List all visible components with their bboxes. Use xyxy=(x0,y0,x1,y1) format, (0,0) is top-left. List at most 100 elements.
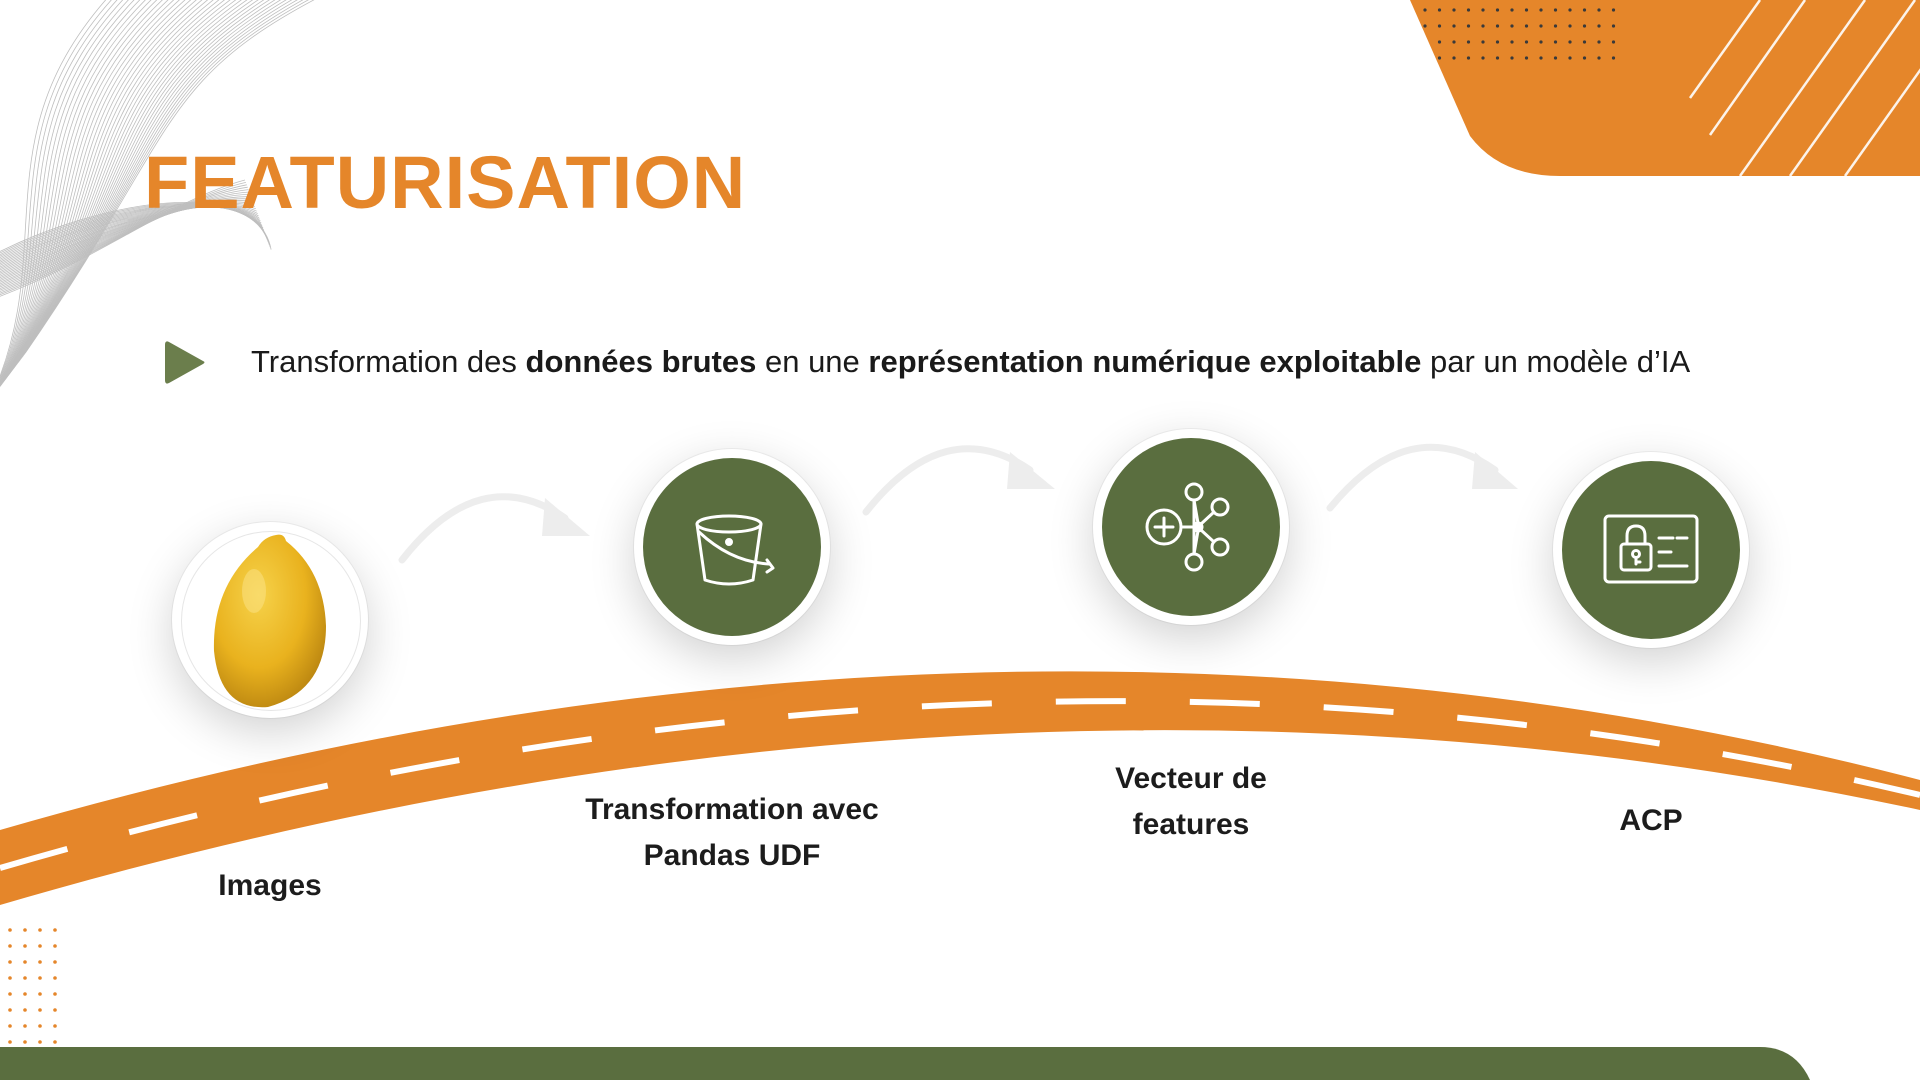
dot xyxy=(1495,40,1500,44)
dot xyxy=(1481,56,1485,60)
intro-segment-4: par un modèle d’IA xyxy=(1421,344,1691,379)
step-node-images xyxy=(172,522,368,718)
dot xyxy=(8,992,12,996)
dot xyxy=(1495,24,1500,28)
step-node-feature-vector xyxy=(1093,429,1289,625)
dot xyxy=(1611,24,1616,28)
dot xyxy=(1423,8,1427,12)
dot xyxy=(1481,40,1485,44)
dot xyxy=(1539,8,1543,12)
dot xyxy=(1597,24,1601,28)
dot xyxy=(1524,24,1529,28)
dot xyxy=(38,928,42,932)
dot xyxy=(23,960,27,964)
dot xyxy=(38,976,42,980)
dot xyxy=(1539,24,1543,28)
dot xyxy=(1466,40,1471,44)
dot xyxy=(1568,24,1572,28)
footer-bar xyxy=(0,1047,1810,1080)
dot xyxy=(53,1024,57,1028)
dot xyxy=(53,976,57,980)
dot xyxy=(1466,8,1471,12)
dot xyxy=(8,944,12,948)
curved-arrows xyxy=(398,443,1499,564)
dot xyxy=(1466,56,1471,60)
dot xyxy=(1553,8,1558,12)
dot xyxy=(38,1024,42,1028)
dot xyxy=(23,1024,27,1028)
dot xyxy=(1553,40,1558,44)
dot xyxy=(1582,24,1587,28)
dot xyxy=(8,1056,12,1060)
wave-line xyxy=(0,0,124,382)
dot xyxy=(1582,40,1587,44)
dot xyxy=(1524,56,1529,60)
dot xyxy=(1553,56,1558,60)
dot xyxy=(38,1040,42,1044)
wave-line xyxy=(0,0,118,381)
dot xyxy=(1510,40,1514,44)
step-node-acp xyxy=(1553,452,1749,648)
intro-row: Transformation des données brutes en une… xyxy=(163,337,1690,387)
dot xyxy=(8,1040,12,1044)
dot xyxy=(1495,56,1500,60)
dot xyxy=(53,1040,57,1044)
dot xyxy=(1539,40,1543,44)
dot xyxy=(8,928,12,932)
dot xyxy=(8,960,12,964)
dot xyxy=(53,960,57,964)
dot xyxy=(23,976,27,980)
id-card-lock-icon xyxy=(1603,514,1699,584)
dot xyxy=(1437,40,1442,44)
dot xyxy=(1611,8,1616,12)
dot xyxy=(1437,56,1442,60)
dot xyxy=(53,1008,57,1012)
dot xyxy=(1597,8,1601,12)
dot xyxy=(38,944,42,948)
dot xyxy=(23,1056,27,1060)
dot xyxy=(1611,40,1616,44)
dot xyxy=(1597,56,1601,60)
intro-segment-2: en une xyxy=(756,344,869,379)
dot xyxy=(1481,24,1485,28)
dot xyxy=(8,1008,12,1012)
dot xyxy=(1495,8,1500,12)
step-label-acp: ACP xyxy=(1619,804,1683,837)
dot xyxy=(8,1024,12,1028)
step-label-feature-vector: Vecteur de features xyxy=(1115,762,1267,841)
dot xyxy=(53,944,57,948)
dot xyxy=(1437,24,1442,28)
wave-line xyxy=(0,0,135,384)
dot xyxy=(1524,8,1529,12)
dot xyxy=(1611,56,1616,60)
wave-line xyxy=(0,0,130,383)
intro-segment-0: Transformation des xyxy=(251,344,526,379)
dot xyxy=(1510,24,1514,28)
wave-line xyxy=(0,0,107,378)
page-title: FEATURISATION xyxy=(144,141,747,224)
step-node-pandas-udf xyxy=(634,449,830,645)
wave-line xyxy=(0,0,147,386)
wave-line xyxy=(0,0,158,387)
dot xyxy=(53,1056,57,1060)
dot xyxy=(38,960,42,964)
dot xyxy=(53,928,57,932)
wave-line xyxy=(0,0,141,385)
dot xyxy=(1510,56,1514,60)
bucket-icon xyxy=(695,514,775,586)
step-label-pandas-udf: Transformation avec Pandas UDF xyxy=(585,793,879,872)
dot xyxy=(1466,24,1471,28)
dot xyxy=(1553,24,1558,28)
dot xyxy=(23,992,27,996)
network-icon xyxy=(1145,482,1230,572)
dot xyxy=(23,1008,27,1012)
intro-segment-1: données brutes xyxy=(525,344,757,379)
dot xyxy=(38,1008,42,1012)
dot xyxy=(1423,24,1427,28)
dot xyxy=(1524,40,1529,44)
dot xyxy=(1452,40,1456,44)
dot xyxy=(1437,8,1442,12)
dot xyxy=(1481,8,1485,12)
dot xyxy=(1510,8,1514,12)
dot xyxy=(1539,56,1543,60)
